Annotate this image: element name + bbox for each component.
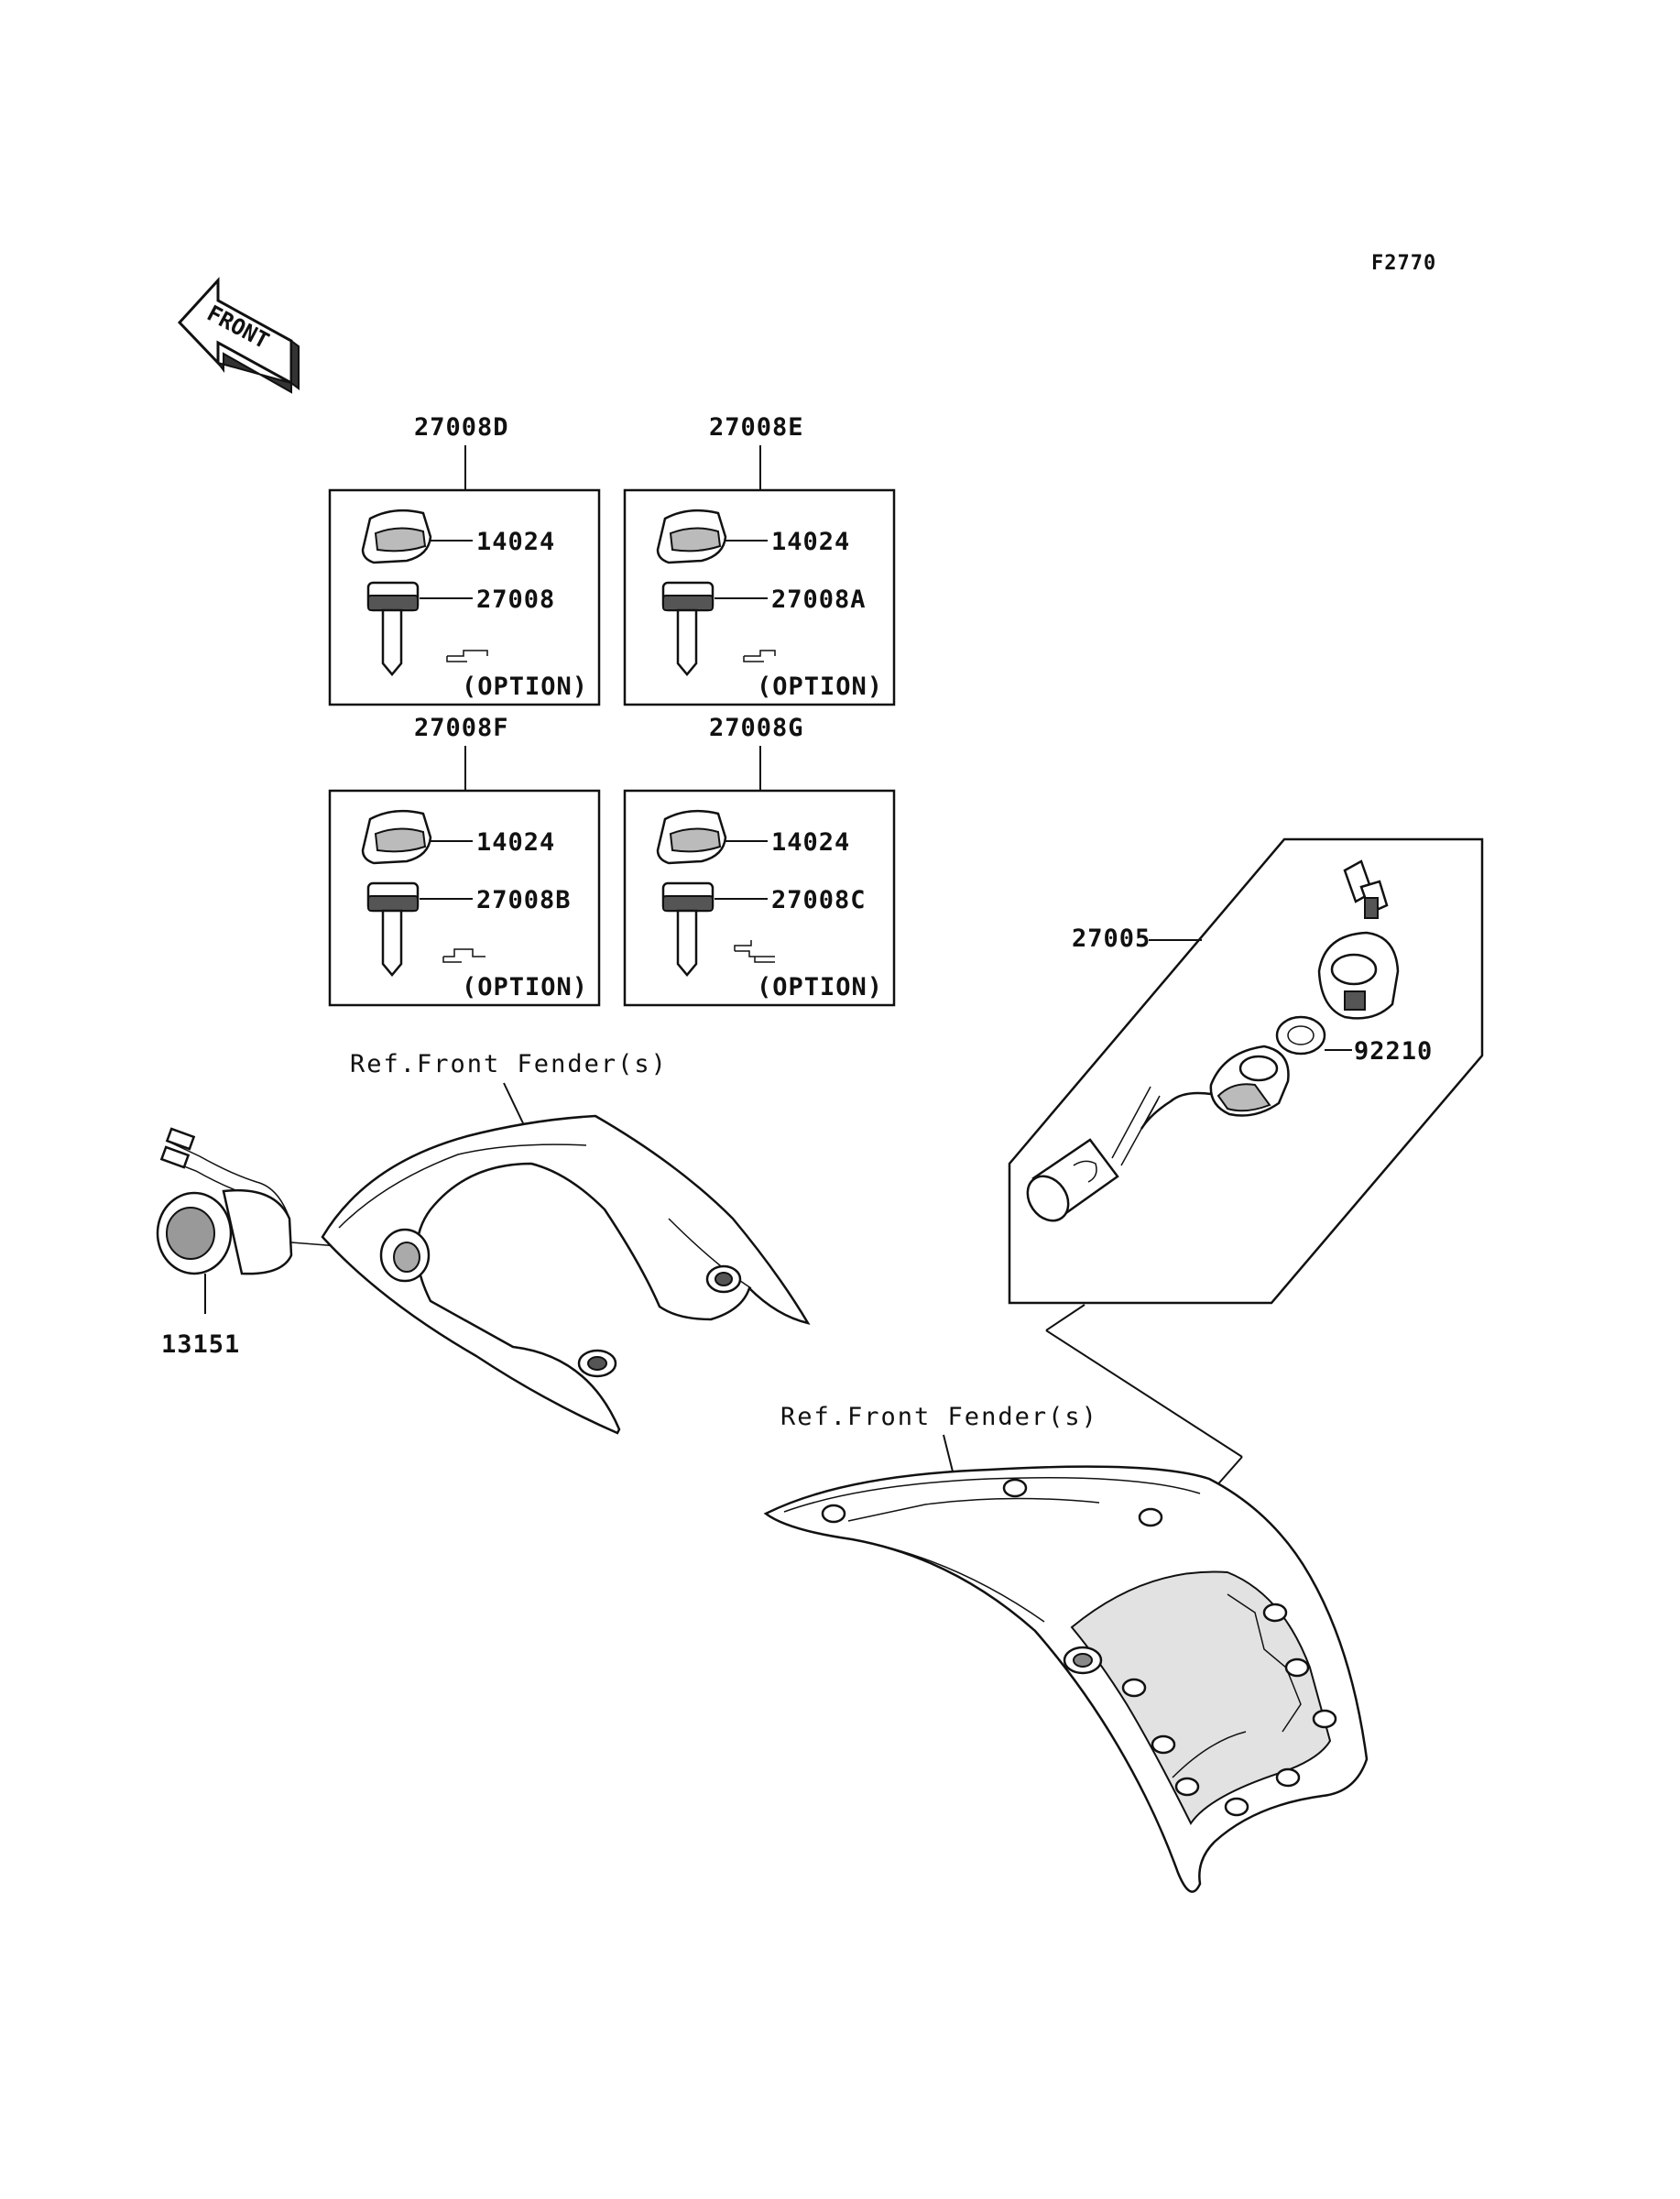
key-part-number: 27008B <box>476 886 572 914</box>
ignition-key-icon <box>1343 859 1389 919</box>
fender-reference-label: Ref.Front Fender(s) <box>780 1403 1098 1431</box>
switch-body-icon <box>1317 931 1400 1020</box>
kit-box <box>623 789 896 1007</box>
indicator-part-number: 13151 <box>161 1330 240 1359</box>
kit-27008e: 27008E 14024 27008A (OPTION) <box>623 413 896 706</box>
connector-icon <box>1026 1138 1119 1222</box>
ignition-switch-assembly: 27005 92210 <box>1008 837 1484 1520</box>
key-cap-icon <box>656 509 727 564</box>
switch-barrel-icon <box>1209 1045 1290 1117</box>
kit-code: 27008G <box>709 714 804 742</box>
key-part-number: 27008 <box>476 585 555 614</box>
key-profile-icon <box>734 940 775 963</box>
key-blank-icon <box>661 881 715 977</box>
key-cap-icon <box>656 809 727 865</box>
front-fender-upper: Ref.Front Fender(s) <box>321 1050 811 1435</box>
nut-part-number: 92210 <box>1354 1037 1433 1066</box>
fender-reference-label: Ref.Front Fender(s) <box>350 1050 668 1078</box>
key-blank-icon <box>366 881 420 977</box>
key-cap-icon <box>361 809 432 865</box>
option-label: (OPTION) <box>757 973 883 1001</box>
wire-icon <box>1111 1086 1161 1166</box>
kit-code: 27008D <box>414 413 509 442</box>
front-fender-lower: Ref.Front Fender(s) <box>763 1403 1369 1893</box>
option-label: (OPTION) <box>462 973 588 1001</box>
key-part-number: 27008A <box>771 585 867 614</box>
kit-27008d: 27008D 14024 27008 (OPTION) <box>328 413 601 706</box>
kit-code: 27008E <box>709 413 804 442</box>
kit-box <box>623 488 896 706</box>
key-profile-icon <box>442 948 485 963</box>
kit-box <box>328 789 601 1007</box>
key-blank-icon <box>366 581 420 676</box>
key-blank-icon <box>661 581 715 676</box>
switch-part-number: 27005 <box>1072 924 1151 953</box>
indicator-13151: 13151 <box>156 1127 386 1359</box>
assembly-box <box>1008 837 1484 1305</box>
key-profile-icon <box>743 650 776 662</box>
front-arrow-icon: FRONT <box>177 277 300 394</box>
key-cap-icon <box>361 509 432 564</box>
kit-box <box>328 488 601 706</box>
kit-code: 27008F <box>414 714 509 742</box>
key-part-number: 27008C <box>771 886 867 914</box>
nut-icon <box>1275 1015 1326 1056</box>
cap-part-number: 14024 <box>476 828 555 857</box>
kit-27008g: 27008G 14024 27008C (OPTION) <box>623 714 896 1007</box>
cap-part-number: 14024 <box>476 528 555 556</box>
fender-mount-tabs <box>821 1478 1337 1817</box>
cap-part-number: 14024 <box>771 528 850 556</box>
option-label: (OPTION) <box>462 673 588 701</box>
key-profile-icon <box>446 650 488 662</box>
kit-27008f: 27008F 14024 27008B (OPTION) <box>328 714 601 1007</box>
option-label: (OPTION) <box>757 673 883 701</box>
diagram-code: F2770 <box>1371 252 1436 275</box>
cap-part-number: 14024 <box>771 828 850 857</box>
